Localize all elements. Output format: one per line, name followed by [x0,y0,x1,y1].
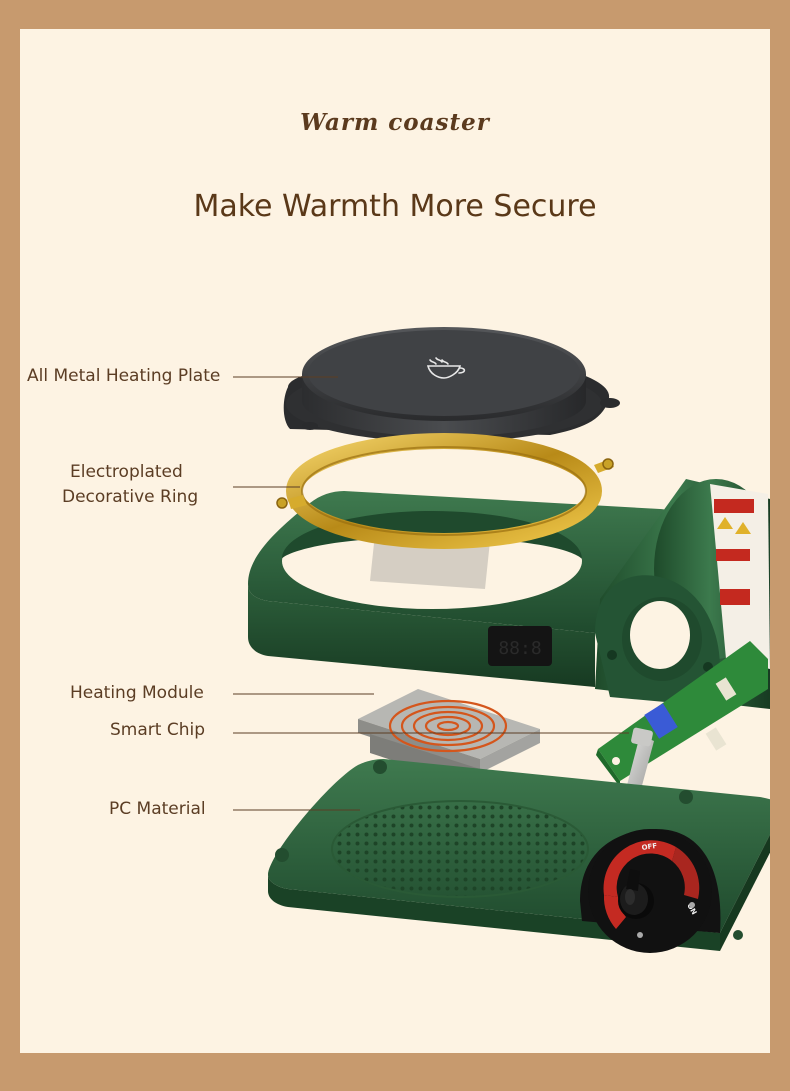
exploded-product-illustration: 88:8 [233,327,770,953]
label-metal-heating-plate: All Metal Heating Plate [27,366,221,386]
pc-material-base: OFF ON [268,759,770,953]
label-ring-line-1: Electroplated [70,462,183,482]
label-smart-chip: Smart Chip [110,720,205,740]
label-heating-module: Heating Module [70,683,204,703]
svg-text:88:8: 88:8 [498,638,541,659]
metal-heating-plate [283,327,620,442]
cup-icon [426,357,466,379]
content-panel: Warm coaster Make Warmth More Secure [20,29,770,1053]
label-pc-material: PC Material [109,799,206,819]
power-knob: OFF ON [580,829,721,953]
knob-off-text: OFF [641,842,658,852]
label-ring-line-2: Decorative Ring [62,487,199,507]
smart-chip-board [596,641,768,797]
leader-lines [233,376,629,811]
warning-label [710,484,770,669]
electroplated-decorative-ring [276,433,614,549]
headline: Make Warmth More Secure [193,189,597,224]
script-title: Warm coaster [300,109,490,136]
digital-display: 88:8 [488,626,552,666]
